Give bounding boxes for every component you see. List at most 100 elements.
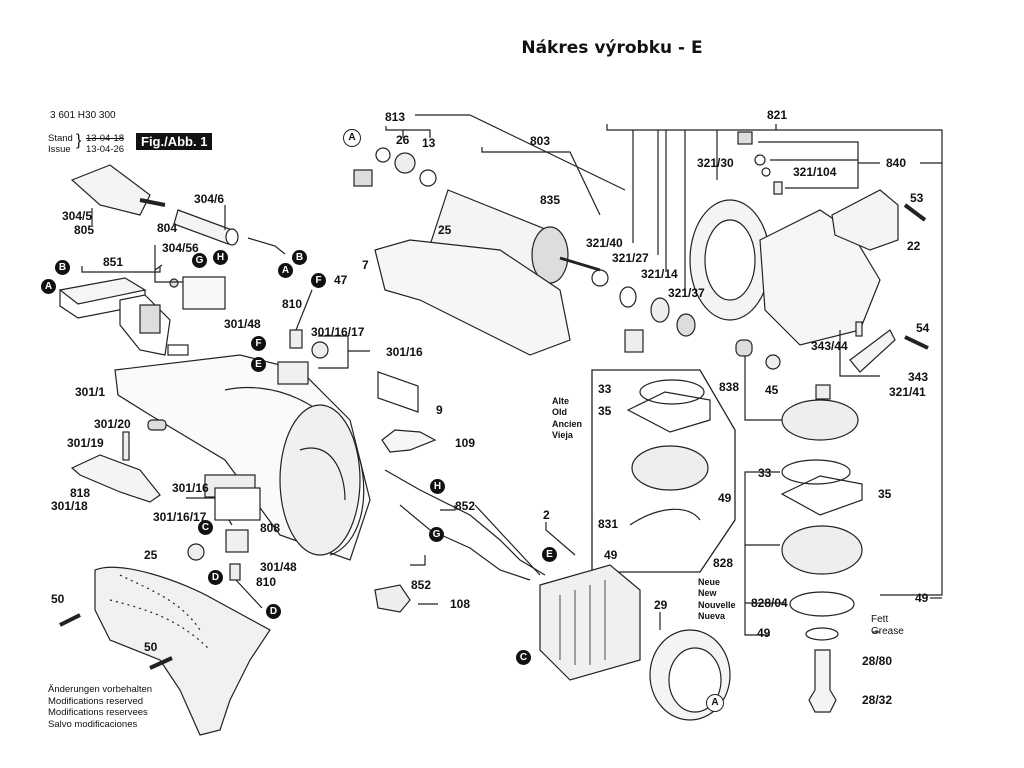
o-ring-33-new [781, 459, 851, 485]
part-45 [765, 354, 781, 370]
new-label-en: New [698, 588, 717, 599]
screw-54 [904, 335, 929, 350]
label-45: 45 [765, 383, 779, 397]
marker-a-switch: A [41, 279, 56, 294]
label-2: 2 [543, 508, 550, 522]
old-label-de: Alte [552, 396, 570, 406]
leader-2 [545, 522, 576, 556]
old-label-es: Vieja [552, 429, 573, 440]
new-label-de: Neue [698, 577, 721, 587]
label-301-18: 301/18 [51, 499, 88, 513]
washer-28-80 [805, 627, 839, 641]
note-de: Änderungen vorbehalten [48, 684, 153, 695]
bracket-852-top [440, 505, 456, 511]
marker-a-cable: A [278, 263, 293, 278]
label-805: 805 [74, 223, 95, 237]
marker-e-brush: E [251, 357, 266, 372]
marker-a-outline-bottom: A [706, 694, 724, 712]
label-343: 343 [908, 370, 929, 384]
label-301-48-top: 301/48 [224, 317, 261, 331]
label-109: 109 [455, 436, 476, 450]
brace: } [76, 132, 82, 149]
label-9: 9 [436, 403, 443, 417]
label-852-top: 852 [455, 499, 476, 513]
new-label-es: Nueva [698, 610, 726, 621]
label-321-14: 321/14 [641, 267, 678, 281]
brush-holder-bottom [186, 497, 263, 609]
label-343-44: 343/44 [811, 339, 848, 353]
old-version-label: Alte Old Ancien Vieja [552, 396, 582, 441]
label-49-new-b: 49 [915, 591, 929, 605]
marker-d-wire: D [266, 604, 281, 619]
cap-22 [831, 189, 899, 251]
page-title: Nákres výrobku - E [521, 38, 703, 58]
marker-c-brush: C [198, 520, 213, 535]
bracket-828 [744, 471, 780, 636]
note-en: Modifications reserved [48, 695, 144, 707]
stand-date: 13-04-18 [86, 133, 125, 144]
bracket-301-16-top [318, 335, 349, 369]
o-ring-33-old [639, 379, 705, 405]
label-28-80: 28/80 [862, 654, 893, 668]
label-301-19: 301/19 [67, 436, 104, 450]
note-fr: Modifications reservees [48, 707, 148, 718]
label-808: 808 [260, 521, 281, 535]
label-304-5: 304/5 [62, 209, 93, 223]
gear-housing-25 [374, 239, 571, 356]
spindle-lock-343 [849, 321, 896, 373]
label-25-housing: 25 [438, 223, 452, 237]
cover-109 [381, 429, 437, 453]
marker-h-wire: H [430, 479, 445, 494]
marker-d-brush: D [208, 570, 223, 585]
modifications-note: Änderungen vorbehalten Modifications res… [48, 684, 152, 730]
issue-label: Issue [48, 144, 71, 155]
label-49-old-b: 49 [604, 548, 618, 562]
part-321-104 [761, 167, 771, 177]
spindle-28-32 [808, 649, 837, 713]
label-321-104: 321/104 [793, 165, 837, 179]
label-818: 818 [70, 486, 91, 500]
label-301-16-17-top: 301/16/17 [311, 325, 365, 339]
marker-f-top: F [311, 273, 326, 288]
label-53: 53 [910, 191, 924, 205]
label-831: 831 [598, 517, 619, 531]
part-840-ring [754, 154, 766, 166]
label-301-48-bottom: 301/48 [260, 560, 297, 574]
leader-838 [744, 355, 782, 421]
label-803: 803 [530, 134, 551, 148]
field-coil-2 [539, 564, 641, 681]
leader-852 [474, 504, 541, 576]
switch-lever [70, 419, 167, 503]
label-851: 851 [103, 255, 124, 269]
part-840-pin [773, 181, 783, 195]
bracket-840 [758, 141, 859, 189]
label-838: 838 [719, 380, 740, 394]
protective-cover-321-30 [689, 199, 771, 321]
screw-53 [903, 203, 927, 222]
label-33-new: 33 [758, 466, 772, 480]
stand-label: Stand [48, 133, 73, 144]
marker-b-cable: B [292, 250, 307, 265]
part-840-nut [737, 131, 753, 145]
part-number: 3 601 H30 300 [50, 110, 116, 121]
part-321-41 [815, 384, 831, 400]
pinion-838 [735, 339, 753, 357]
old-label-fr: Ancien [552, 418, 583, 429]
screw-50-b [149, 656, 173, 670]
label-35-new: 35 [878, 487, 892, 501]
label-28-32: 28/32 [862, 693, 893, 707]
label-301-16-top: 301/16 [386, 345, 423, 359]
cable-end [247, 237, 286, 255]
wire-852-b [399, 504, 531, 581]
label-804: 804 [157, 221, 178, 235]
label-7: 7 [362, 258, 369, 272]
bracket-343 [839, 330, 880, 377]
marker-h-module: H [213, 250, 228, 265]
handle-25 [94, 566, 271, 736]
spring-831 [629, 508, 701, 526]
marker-g-wire: G [429, 527, 444, 542]
leader-813-b [469, 114, 626, 191]
marker-a-outline-top: A [343, 129, 361, 147]
label-810-bottom: 810 [256, 575, 277, 589]
